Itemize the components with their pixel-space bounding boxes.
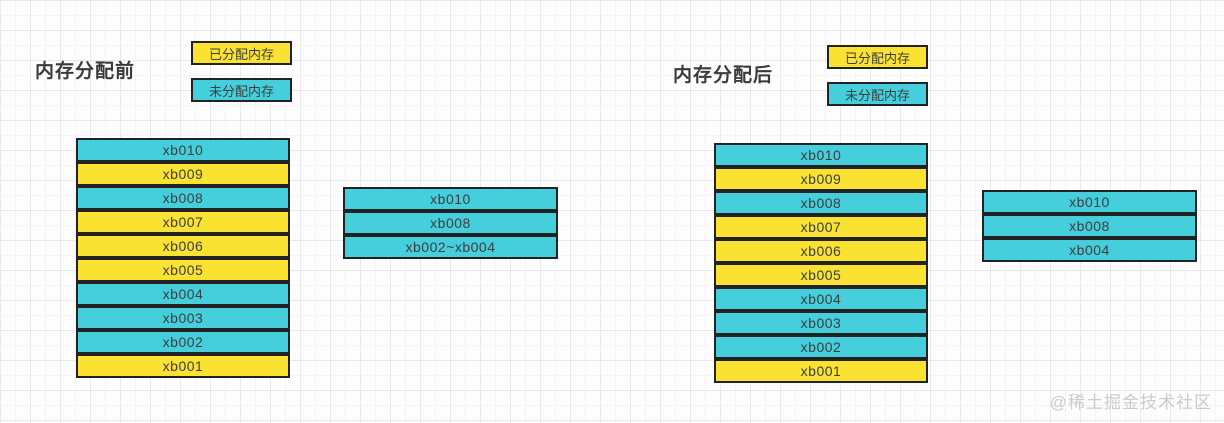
memory-block-xb009: xb009 (76, 162, 290, 186)
panel-title-after: 内存分配后 (673, 65, 774, 86)
memory-block-xb010: xb010 (714, 143, 928, 167)
memory-block-xb009: xb009 (714, 167, 928, 191)
memory-block-xb002: xb002 (714, 335, 928, 359)
memory-block-xb005: xb005 (714, 263, 928, 287)
memory-block-xb002: xb002 (76, 330, 290, 354)
memory-block-xb008: xb008 (76, 186, 290, 210)
memory-block-xb006: xb006 (76, 234, 290, 258)
free-block-xb008: xb008 (343, 211, 558, 235)
memory-block-xb004: xb004 (714, 287, 928, 311)
memory-block-xb004: xb004 (76, 282, 290, 306)
panel-title-before: 内存分配前 (35, 61, 136, 82)
memory-block-xb007: xb007 (714, 215, 928, 239)
watermark: @稀土掘金技术社区 (1049, 393, 1212, 412)
memory-block-xb010: xb010 (76, 138, 290, 162)
memory-block-xb007: xb007 (76, 210, 290, 234)
legend-free-before: 未分配内存 (191, 78, 292, 102)
legend-allocated-before: 已分配内存 (191, 41, 292, 65)
legend-allocated-after: 已分配内存 (827, 45, 928, 69)
free-block-xb010: xb010 (343, 187, 558, 211)
legend-free-after: 未分配内存 (827, 82, 928, 106)
memory-block-xb001: xb001 (714, 359, 928, 383)
memory-block-xb008: xb008 (714, 191, 928, 215)
free-block-xb010: xb010 (982, 190, 1197, 214)
memory-block-xb006: xb006 (714, 239, 928, 263)
memory-block-xb001: xb001 (76, 354, 290, 378)
memory-block-xb003: xb003 (76, 306, 290, 330)
memory-block-xb005: xb005 (76, 258, 290, 282)
free-block-xb002~xb004: xb002~xb004 (343, 235, 558, 259)
free-block-xb004: xb004 (982, 238, 1197, 262)
free-block-xb008: xb008 (982, 214, 1197, 238)
memory-block-xb003: xb003 (714, 311, 928, 335)
